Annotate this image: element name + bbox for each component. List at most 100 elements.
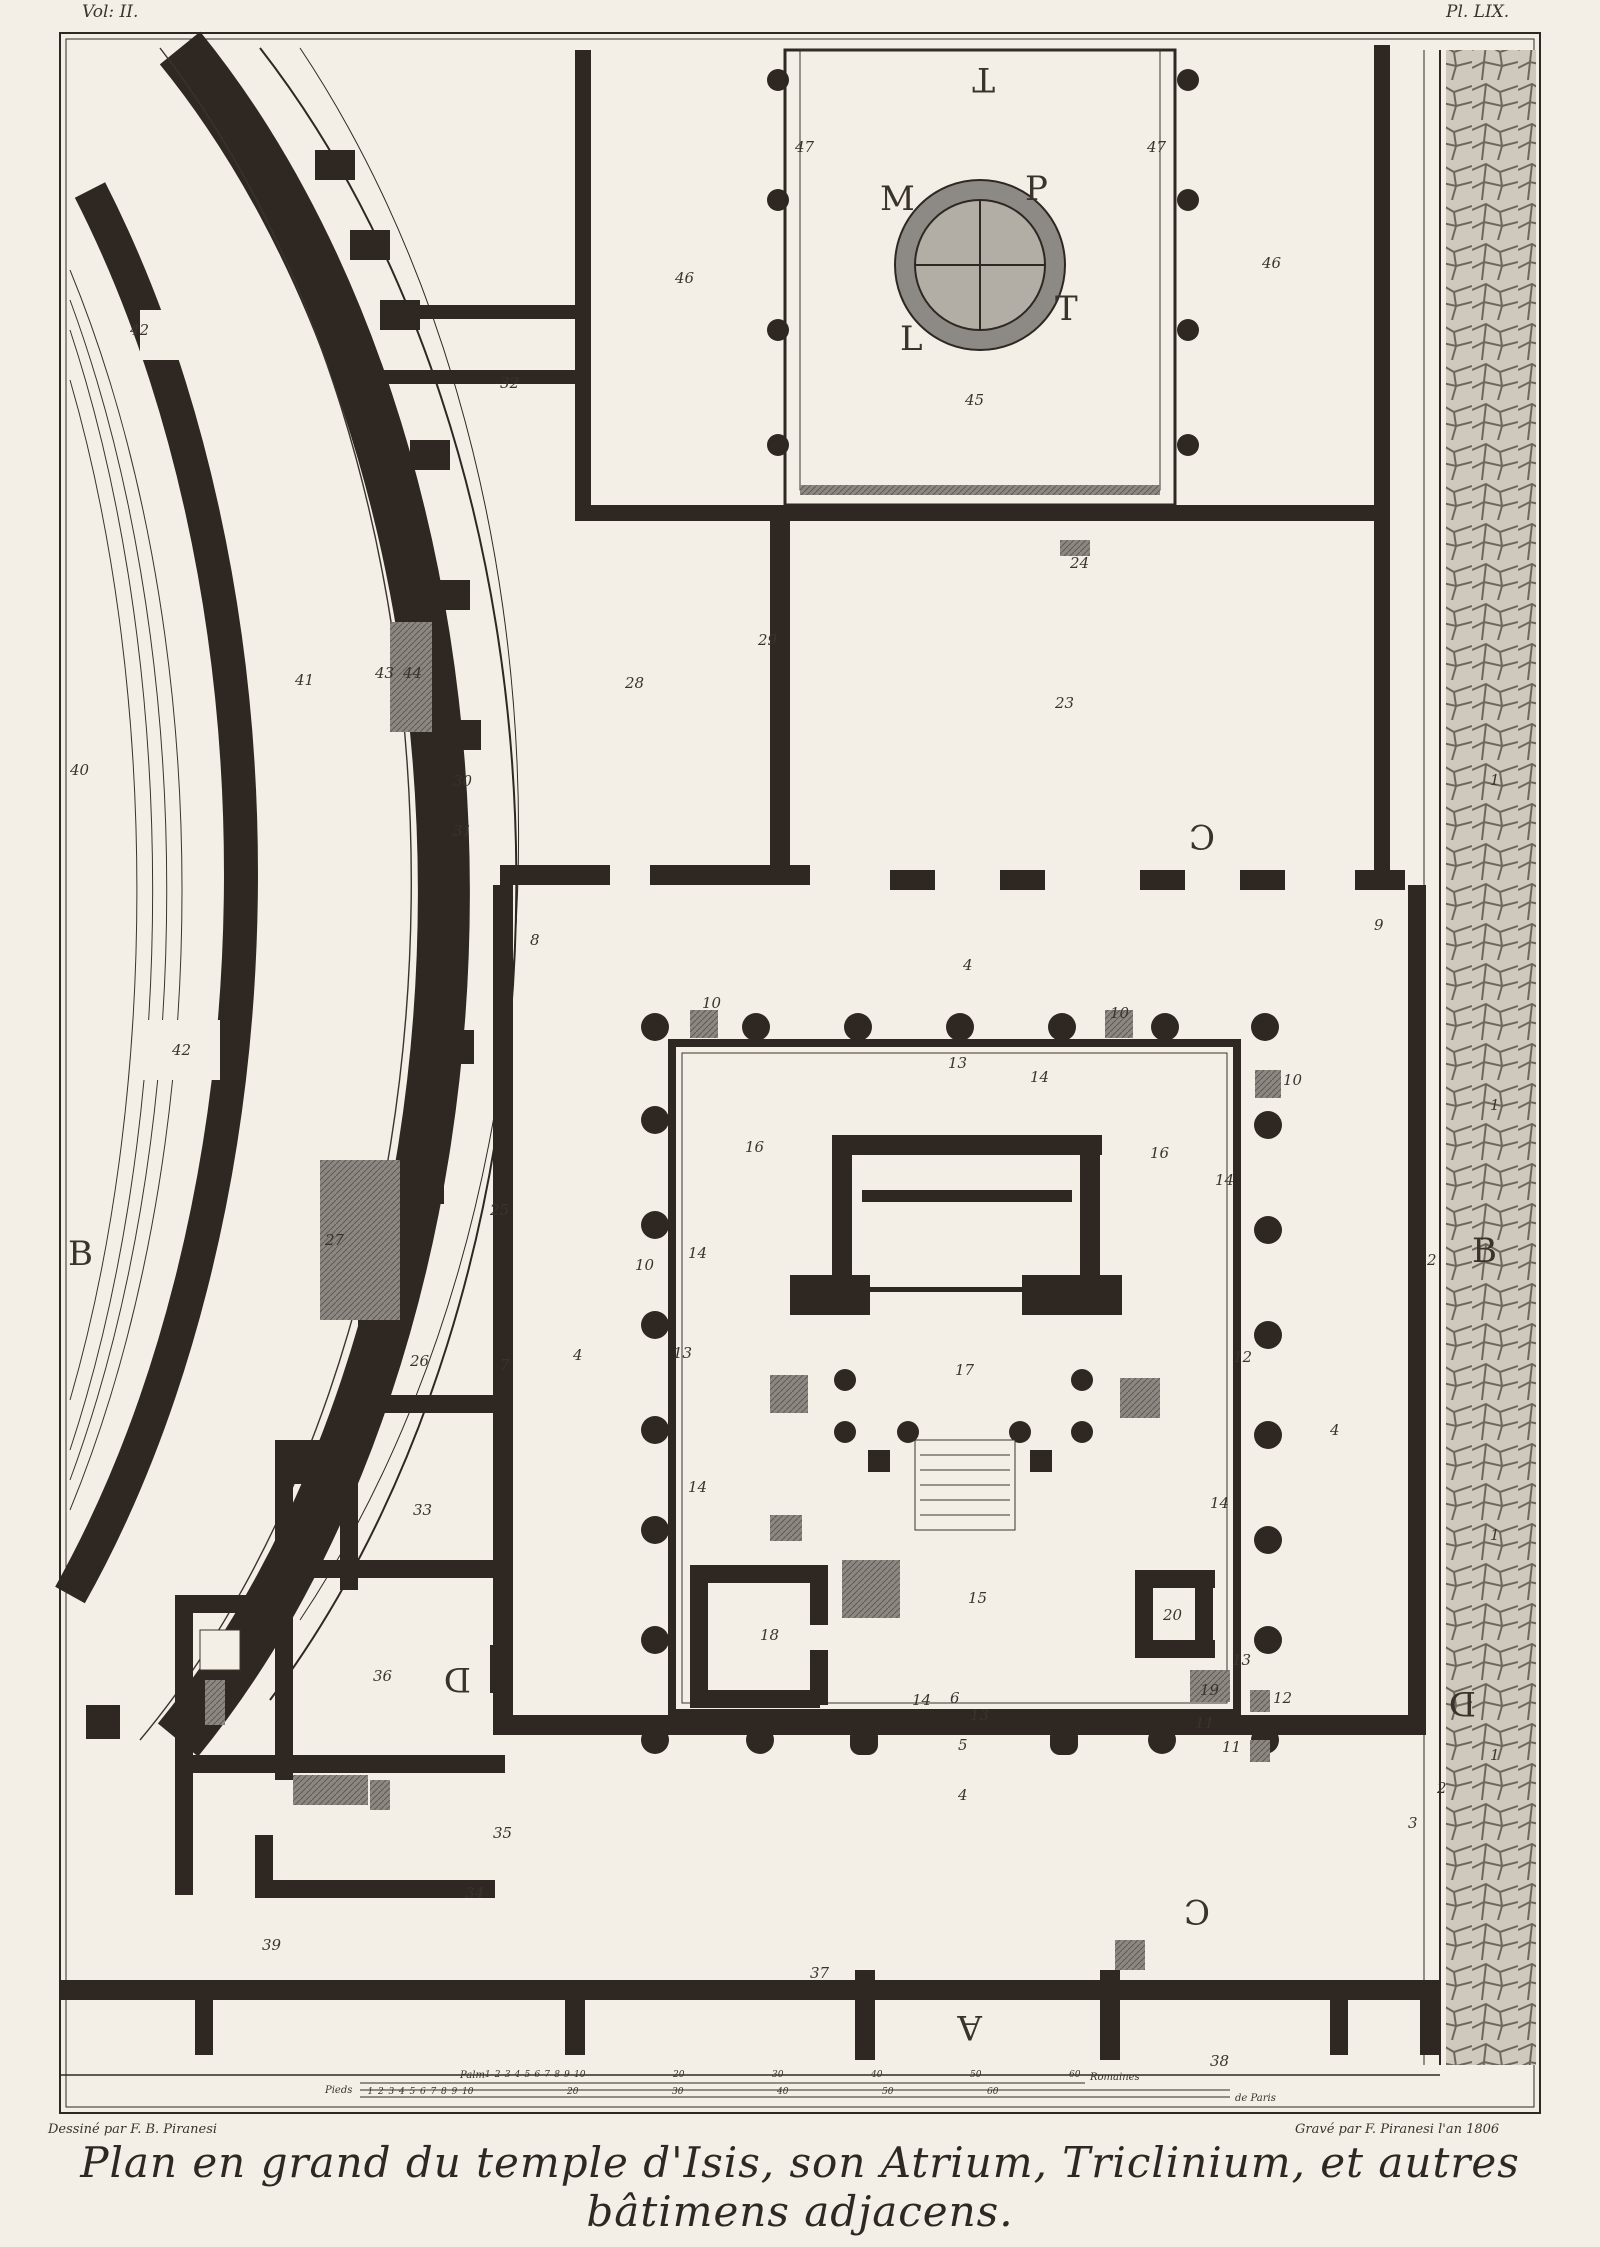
label-42a: 42 bbox=[129, 321, 149, 339]
label-28: 28 bbox=[624, 674, 644, 692]
label-32: 32 bbox=[500, 374, 519, 392]
label-5: 5 bbox=[958, 1736, 968, 1754]
scale-bottom-unit: de Paris bbox=[1235, 2093, 1276, 2104]
letter-temple-t2: T bbox=[1055, 289, 1078, 329]
letter-temple-p: P bbox=[1025, 169, 1048, 209]
scale-top-tick-7: 8 bbox=[554, 2070, 560, 2080]
scale-bottom-label: Pieds bbox=[324, 2085, 352, 2096]
scale-bottom-tick-1: 2 bbox=[377, 2087, 384, 2097]
letter-c-bottom: C bbox=[1184, 1891, 1210, 1931]
label-33: 33 bbox=[413, 1501, 432, 1519]
label-45: 45 bbox=[964, 391, 984, 409]
label-4a: 4 bbox=[962, 956, 973, 974]
label-14a: 14 bbox=[1030, 1068, 1049, 1086]
label-14e: 14 bbox=[1210, 1494, 1229, 1512]
scale-bottom-tick-10: 20 bbox=[566, 2087, 579, 2097]
label-1c: 1 bbox=[1490, 1526, 1500, 1544]
letter-a-bottom: A bbox=[957, 2007, 983, 2047]
scale-bottom-tick-6: 7 bbox=[431, 2087, 437, 2097]
drawn-by-credit: Dessiné par F. B. Piranesi bbox=[48, 2122, 218, 2137]
scale-bottom-tick-2: 3 bbox=[389, 2087, 395, 2097]
scale-top-tick-14: 60 bbox=[1069, 2070, 1081, 2080]
scale-bottom-tick-11: 30 bbox=[672, 2087, 684, 2097]
label-36: 36 bbox=[373, 1667, 393, 1685]
label-26: 26 bbox=[409, 1352, 430, 1370]
label-44: 44 bbox=[402, 664, 422, 682]
scale-bottom-tick-8: 9 bbox=[452, 2087, 458, 2097]
wall-lines bbox=[60, 45, 1440, 2060]
scale-bottom-tick-4: 5 bbox=[410, 2087, 416, 2097]
scale-bottom-tick-13: 50 bbox=[882, 2087, 894, 2097]
label-20: 20 bbox=[1162, 1606, 1183, 1624]
paved-street bbox=[1446, 50, 1536, 2065]
label-9: 9 bbox=[1374, 916, 1384, 934]
scale-top-tick-2: 3 bbox=[505, 2070, 511, 2080]
upper-court bbox=[767, 48, 1199, 556]
label-11a: 11 bbox=[1222, 1738, 1241, 1756]
scale-top-tick-6: 7 bbox=[544, 2070, 550, 2080]
label-47a: 47 bbox=[794, 138, 815, 156]
label-24: 24 bbox=[1069, 554, 1089, 572]
label-42b: 42 bbox=[171, 1041, 191, 1059]
label-13b: 13 bbox=[673, 1344, 692, 1362]
volume-label: Vol: II. bbox=[82, 2, 139, 22]
label-12b: 12 bbox=[1233, 1348, 1252, 1366]
label-30: 30 bbox=[453, 772, 473, 790]
scale-bottom-tick-12: 40 bbox=[776, 2087, 789, 2097]
scale-top-tick-5: 6 bbox=[534, 2070, 540, 2080]
label-19: 19 bbox=[1200, 1681, 1220, 1699]
theatre-cavea bbox=[55, 31, 520, 1757]
label-18: 18 bbox=[760, 1626, 779, 1644]
scale-top-unit: Romaines bbox=[1089, 2072, 1140, 2083]
label-1b: 1 bbox=[1490, 1096, 1500, 1114]
label-34: 34 bbox=[465, 1884, 484, 1902]
label-6: 6 bbox=[950, 1689, 960, 1707]
letter-temple-m: M bbox=[880, 179, 915, 219]
label-16a: 16 bbox=[745, 1138, 765, 1156]
label-10c: 10 bbox=[1283, 1071, 1303, 1089]
label-25: 25 bbox=[489, 1201, 509, 1219]
label-13a: 13 bbox=[948, 1054, 967, 1072]
letter-d-right: D bbox=[1449, 1683, 1476, 1723]
label-3: 3 bbox=[1408, 1814, 1418, 1832]
scale-top-tick-8: 9 bbox=[564, 2070, 570, 2080]
scale-bottom-tick-7: 8 bbox=[441, 2087, 447, 2097]
scale-bottom-tick-3: 4 bbox=[398, 2087, 405, 2097]
scale-top-tick-4: 5 bbox=[525, 2070, 531, 2080]
label-2b: 2 bbox=[1436, 1779, 1447, 1797]
label-10d: 10 bbox=[635, 1256, 655, 1274]
scale-top-tick-12: 40 bbox=[870, 2070, 883, 2080]
label-23: 23 bbox=[1054, 694, 1074, 712]
label-14c: 14 bbox=[688, 1244, 707, 1262]
label-41: 41 bbox=[294, 671, 314, 689]
label-8: 8 bbox=[530, 931, 540, 949]
label-10a: 10 bbox=[702, 994, 722, 1012]
label-4d: 4 bbox=[957, 1786, 968, 1804]
label-2a: 2 bbox=[1426, 1251, 1437, 1269]
scale-bottom-tick-9: 10 bbox=[462, 2087, 474, 2097]
temple-cella bbox=[690, 1135, 1215, 1708]
scale-top-tick-0: 1 bbox=[485, 2070, 491, 2080]
label-39: 39 bbox=[262, 1936, 282, 1954]
scale-top-label: Palm bbox=[459, 2070, 485, 2081]
label-7: 7 bbox=[500, 1356, 510, 1374]
label-14d: 14 bbox=[688, 1478, 707, 1496]
letter-b-left: B bbox=[68, 1234, 93, 1274]
scale-top-tick-3: 4 bbox=[514, 2070, 521, 2080]
label-10b: 10 bbox=[1110, 1004, 1130, 1022]
scale-top-tick-13: 50 bbox=[970, 2070, 982, 2080]
plate-number: Pl. LIX. bbox=[1446, 2, 1510, 22]
scale-bottom-tick-14: 60 bbox=[987, 2087, 999, 2097]
label-11b: 11 bbox=[1195, 1714, 1214, 1732]
label-13d: 13 bbox=[1232, 1651, 1251, 1669]
scale-top-tick-9: 10 bbox=[574, 2070, 586, 2080]
label-12a: 12 bbox=[1273, 1689, 1292, 1707]
label-1d: 1 bbox=[1490, 1746, 1500, 1764]
scale-top-tick-11: 30 bbox=[772, 2070, 784, 2080]
label-27: 27 bbox=[324, 1231, 345, 1249]
label-46b: 46 bbox=[1261, 254, 1282, 272]
engraved-by-credit: Gravé par F. Piranesi l'an 1806 bbox=[1295, 2122, 1500, 2137]
label-40: 40 bbox=[69, 761, 90, 779]
